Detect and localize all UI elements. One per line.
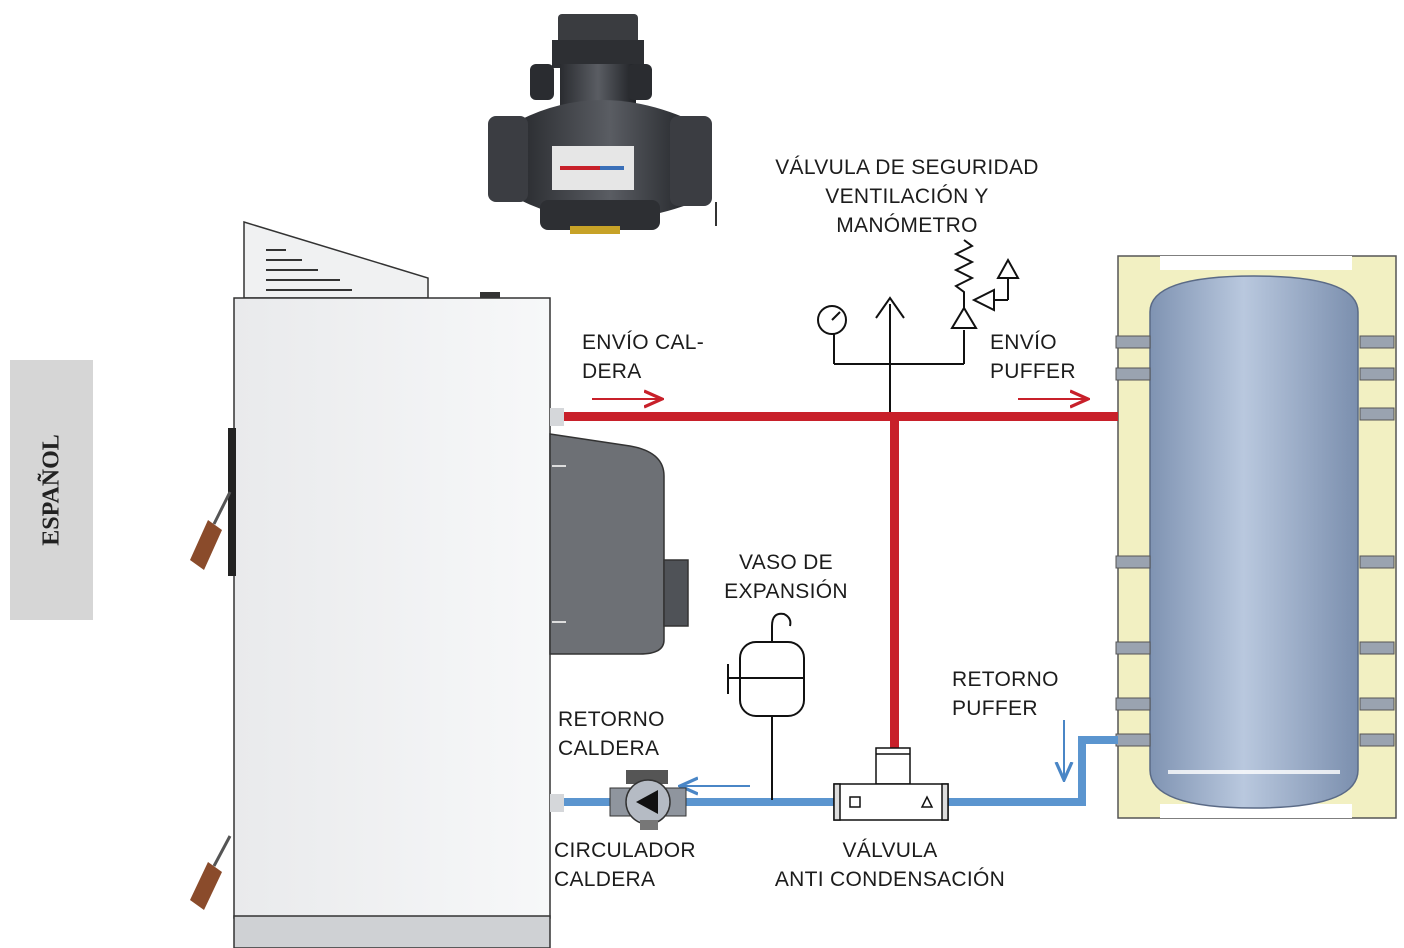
pressure-gauge-icon (817, 305, 847, 335)
puffer-return-label: RETORNO PUFFER (952, 668, 1059, 720)
buffer-tank (1115, 255, 1397, 819)
boiler-circulator-label: CIRCULADOR CALDERA (554, 839, 696, 891)
supply-pipes (564, 399, 1118, 752)
language-tab: ESPAÑOL (10, 360, 93, 620)
air-vent-arrow-icon (875, 296, 905, 319)
safety-group (833, 304, 965, 412)
burner-unit (549, 433, 689, 655)
three-way-valve-icon (488, 14, 712, 234)
boiler-supply-label: ENVÍO CAL- DERA (582, 331, 705, 383)
safety-relief-valve-icon (950, 239, 1020, 329)
return-pipes (564, 720, 1118, 806)
anti-condensation-valve-icon (833, 747, 949, 821)
expansion-vessel-label: VASO DE EXPANSIÓN (724, 551, 848, 603)
boiler (190, 220, 564, 948)
expansion-vessel-icon (727, 612, 805, 800)
circulator-pump-icon (609, 770, 687, 830)
puffer-supply-label: ENVÍO PUFFER (990, 331, 1076, 383)
anti-condensation-valve-label: VÁLVULA ANTI CONDENSACIÓN (774, 839, 1006, 891)
boiler-return-label: RETORNO CALDERA (558, 708, 665, 760)
safety-valve-label: VÁLVULA DE SEGURIDAD VENTILACIÓN Y MANÓM… (775, 156, 1039, 237)
